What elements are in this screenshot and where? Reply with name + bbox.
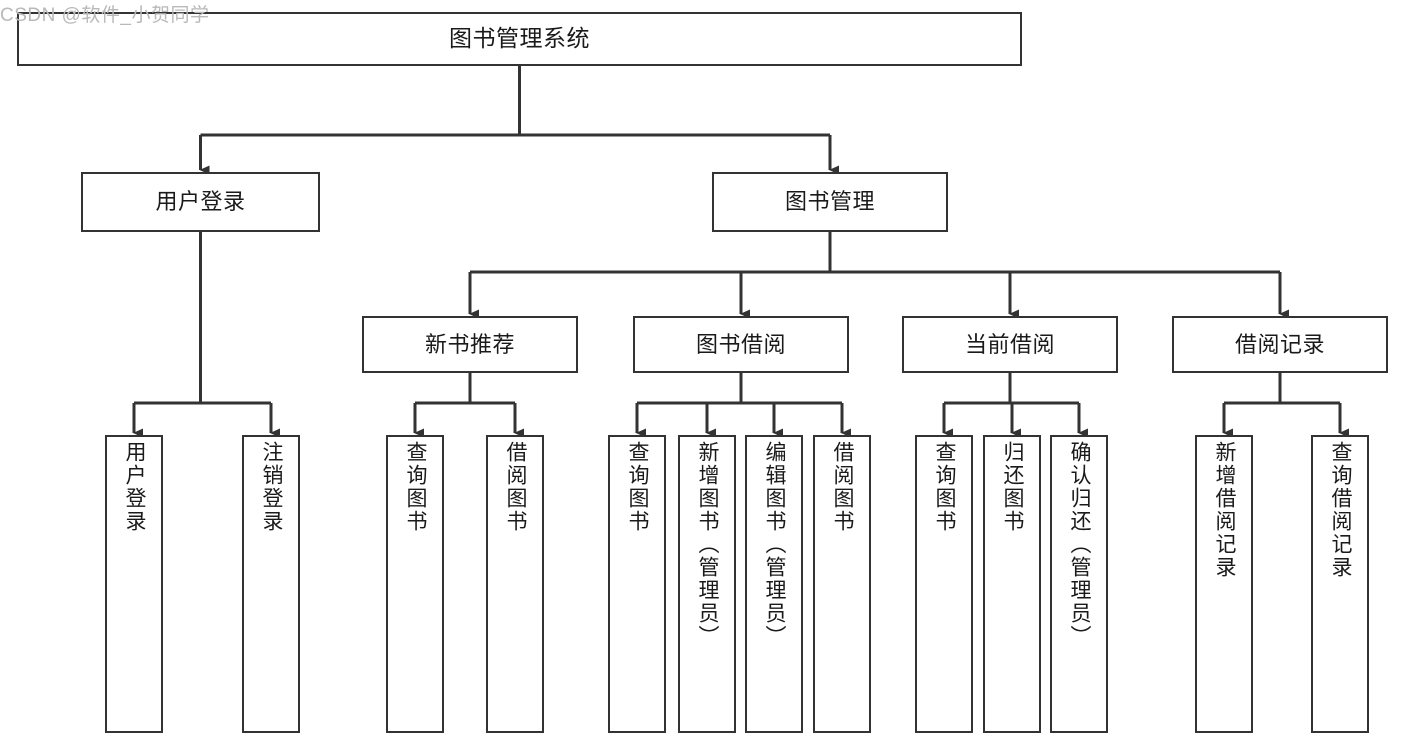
- node-user-login[interactable]: 用户登录: [81, 172, 320, 232]
- node-label: 确认归还（管理员）: [1068, 441, 1092, 648]
- node-label: 查询图书: [626, 441, 650, 533]
- node-cur-borrow[interactable]: 当前借阅: [902, 316, 1118, 373]
- node-leaf-4[interactable]: 借阅图书: [486, 435, 544, 733]
- node-label: 查询图书: [933, 441, 957, 533]
- node-label: 图书借阅: [695, 331, 786, 357]
- node-label: 查询借阅记录: [1329, 441, 1353, 579]
- node-leaf-5[interactable]: 查询图书: [608, 435, 666, 733]
- node-label: 借阅记录: [1234, 331, 1325, 357]
- node-leaf-12[interactable]: 新增借阅记录: [1195, 435, 1253, 733]
- tree-connectors: [132, 66, 1349, 438]
- node-book-mgmt[interactable]: 图书管理: [712, 172, 948, 232]
- node-label: 用户登录: [155, 189, 246, 215]
- node-root[interactable]: 图书管理系统: [17, 12, 1022, 66]
- node-leaf-10[interactable]: 归还图书: [983, 435, 1041, 733]
- node-label: 用户登录: [123, 441, 147, 533]
- node-leaf-3[interactable]: 查询图书: [386, 435, 444, 733]
- node-label: 归还图书: [1001, 441, 1025, 533]
- node-label: 新增图书（管理员）: [696, 441, 720, 648]
- node-label: 当前借阅: [964, 331, 1055, 357]
- node-borrow-log[interactable]: 借阅记录: [1172, 316, 1388, 373]
- node-label: 编辑图书（管理员）: [763, 441, 787, 648]
- csdn-watermark: CSDN @软件_小贺同学: [0, 5, 210, 26]
- node-label: 查询图书: [404, 441, 428, 533]
- node-label: 新增借阅记录: [1213, 441, 1237, 579]
- node-book-borrow[interactable]: 图书借阅: [633, 316, 849, 373]
- node-label: 图书管理: [784, 189, 875, 215]
- node-label: 借阅图书: [831, 441, 855, 533]
- node-leaf-6[interactable]: 新增图书（管理员）: [678, 435, 736, 733]
- node-leaf-2[interactable]: 注销登录: [242, 435, 300, 733]
- node-leaf-11[interactable]: 确认归还（管理员）: [1050, 435, 1108, 733]
- node-leaf-1[interactable]: 用户登录: [105, 435, 163, 733]
- node-label: 图书管理系统: [449, 25, 590, 52]
- node-leaf-7[interactable]: 编辑图书（管理员）: [745, 435, 803, 733]
- node-leaf-9[interactable]: 查询图书: [915, 435, 973, 733]
- node-leaf-13[interactable]: 查询借阅记录: [1311, 435, 1369, 733]
- node-label: 新书推荐: [424, 331, 515, 357]
- node-leaf-8[interactable]: 借阅图书: [813, 435, 871, 733]
- node-new-rec[interactable]: 新书推荐: [362, 316, 578, 373]
- node-label: 注销登录: [260, 441, 284, 533]
- node-label: 借阅图书: [504, 441, 528, 533]
